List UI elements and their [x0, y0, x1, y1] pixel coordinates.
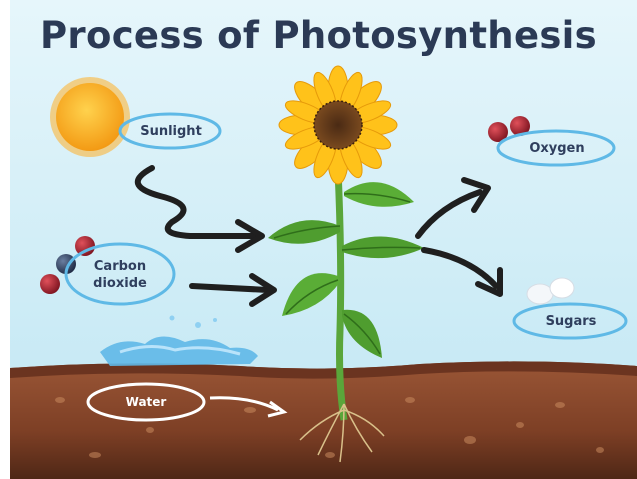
- carbon-dioxide-label-line1: Carbon: [80, 258, 160, 275]
- carbon-dioxide-arrow: [192, 286, 268, 290]
- sun-icon: [50, 77, 130, 157]
- oxygen-label: Oxygen: [514, 140, 600, 157]
- carbon-dioxide-label-line2: dioxide: [80, 275, 160, 292]
- carbon-dioxide-label: Carbon dioxide: [80, 258, 160, 292]
- water-label: Water: [108, 394, 184, 411]
- sunlight-label: Sunlight: [128, 123, 214, 140]
- diagram-title: Process of Photosynthesis: [0, 14, 637, 57]
- sugars-label: Sugars: [530, 313, 612, 330]
